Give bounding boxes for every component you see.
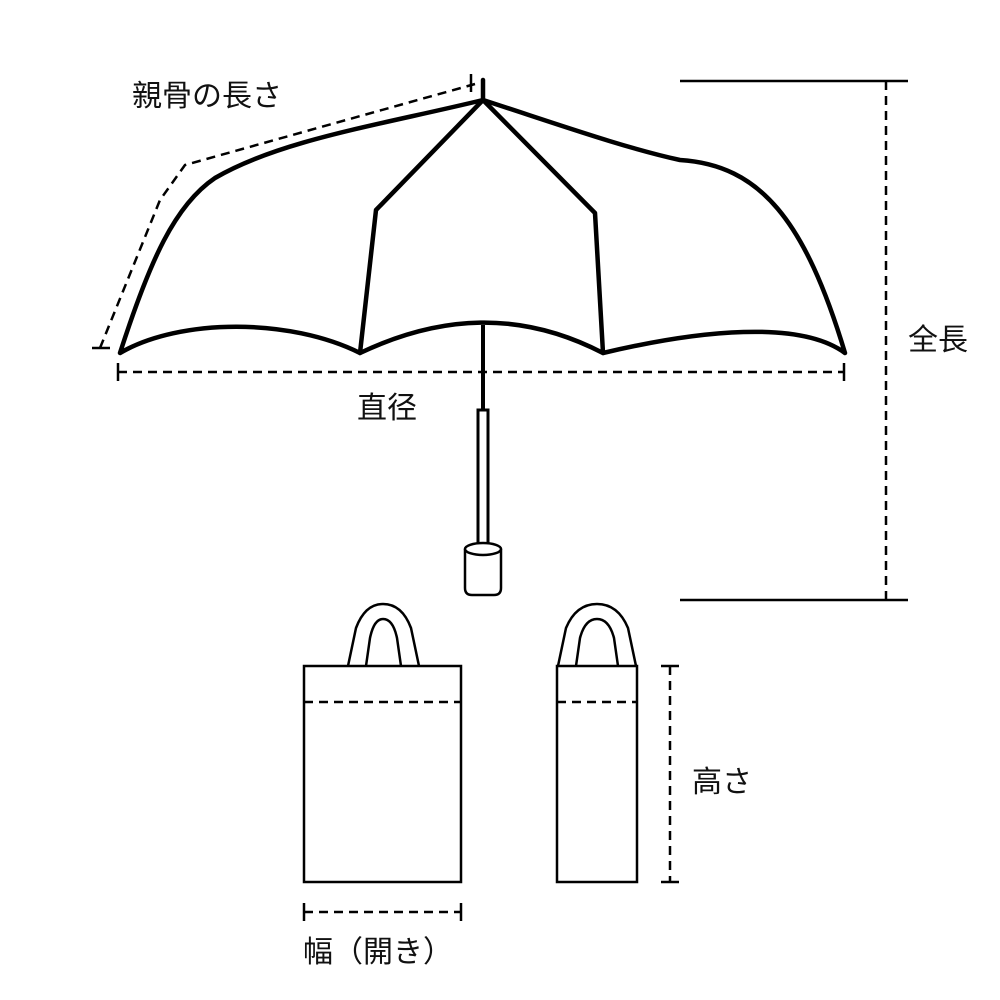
umbrella-handle — [463, 548, 503, 597]
umbrella-inner-rib-right — [480, 97, 606, 356]
umbrella-canopy — [117, 97, 848, 356]
bag-side-handle — [556, 602, 638, 667]
total-length-label: 全長 — [908, 323, 968, 358]
umbrella-inner-rib-left — [357, 97, 486, 356]
width-dimension — [302, 903, 463, 921]
rib-length-label: 親骨の長さ — [132, 79, 282, 114]
bag-front-handle — [346, 602, 421, 667]
bag-side-body — [555, 664, 639, 884]
umbrella-figure — [117, 77, 848, 597]
height-label: 高さ — [692, 765, 752, 800]
umbrella-handle-top — [463, 541, 503, 557]
bag-side — [555, 602, 639, 884]
bag-front-body — [302, 664, 463, 884]
diameter-label: 直径 — [357, 391, 417, 426]
rib-length-dimension — [92, 74, 476, 350]
bag-side-handle-inner — [574, 617, 620, 667]
height-dimension — [661, 664, 679, 884]
width-label: 幅（開き） — [303, 935, 453, 970]
bag-front-handle-inner — [364, 617, 403, 667]
bag-front — [302, 602, 463, 884]
diameter-dimension — [116, 363, 846, 381]
umbrella-shaft-lower — [476, 408, 490, 552]
total-length-dimension — [680, 79, 908, 602]
